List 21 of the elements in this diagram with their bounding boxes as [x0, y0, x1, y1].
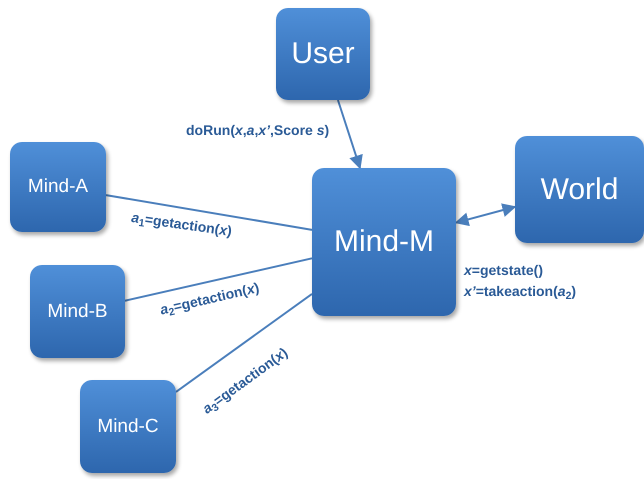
box-label: World: [540, 172, 618, 208]
connector-line: [175, 293, 313, 393]
rounded-box: [276, 8, 370, 100]
rounded-box: [30, 265, 125, 358]
connector-line: [106, 194, 312, 231]
connector-line: [124, 257, 312, 302]
rounded-box: [10, 142, 106, 232]
edge-label: doRun(x,a,x’,Score s): [186, 121, 330, 140]
note-text: x’=takeaction(a$_{2}$): [464, 282, 576, 302]
edge-label: a$_{1}$=getaction(x): [130, 208, 234, 241]
rounded-box: [515, 136, 644, 243]
box-label: User: [291, 36, 355, 72]
box-label: Mind-C: [97, 414, 159, 438]
box-label: Mind-B: [47, 300, 108, 324]
box-label: Mind-A: [28, 175, 88, 199]
rounded-box: [80, 380, 176, 473]
arrow: [336, 100, 363, 170]
arrow: [454, 203, 516, 226]
note-text: x=getstate(): [464, 261, 543, 280]
box-label: Mind-M: [334, 224, 434, 260]
rounded-box: [312, 168, 456, 316]
